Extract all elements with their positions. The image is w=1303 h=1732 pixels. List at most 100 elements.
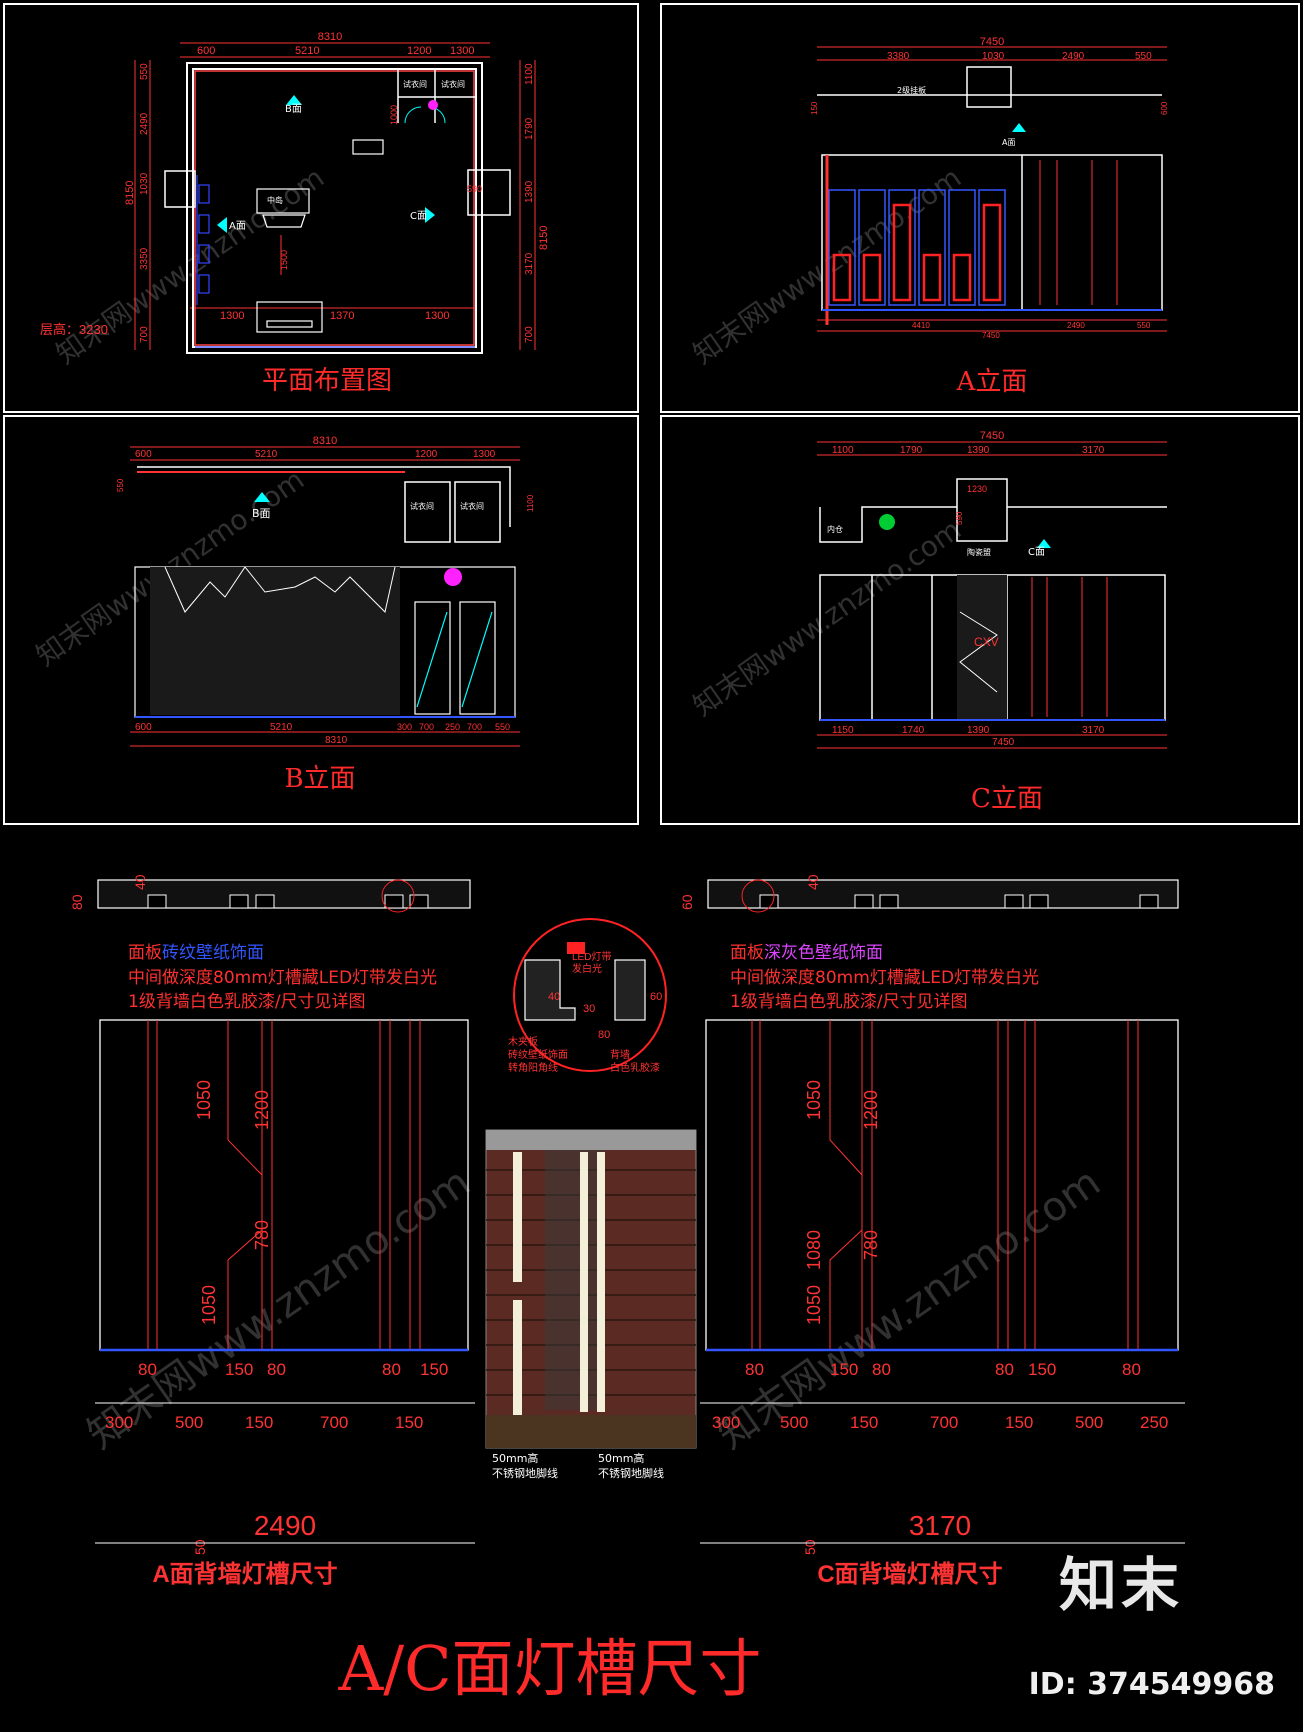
- b-view-label: B面: [252, 507, 271, 520]
- plan-left-total: 8150: [124, 181, 136, 205]
- c-vert-dim: 1080: [804, 1230, 824, 1270]
- plan-right-dim: 3170: [524, 252, 535, 275]
- render-note: 不锈钢地脚线: [492, 1466, 558, 1480]
- plan-top-dim: 1300: [450, 45, 474, 57]
- c-slot-dim: 80: [872, 1360, 891, 1379]
- c-wall-caption: C面背墙灯槽尺寸: [817, 1560, 1002, 1588]
- c-room-label: 内仓: [827, 524, 843, 534]
- c-bottom-dim: 500: [1075, 1413, 1103, 1432]
- plan-top-dim: 600: [197, 45, 215, 57]
- c-top-dim: 1790: [900, 445, 923, 456]
- c-bottom-dim: 150: [1005, 1413, 1033, 1432]
- a-side-dim: 600: [1160, 101, 1169, 115]
- a-elevation-panel: 知末网www.znzmo.com: [660, 3, 1300, 413]
- c-bottom-dim: 1390: [967, 725, 990, 736]
- a-top-dim: 3380: [887, 51, 910, 62]
- view-label-c: C面: [410, 211, 427, 222]
- a-total-width: 7450: [980, 36, 1004, 48]
- a-note-line2: 中间做深度80mm灯槽藏LED灯带发白光: [128, 968, 437, 988]
- c-elevation-drawing: 知末网www.znzmo.com 7450 1100 1: [687, 430, 1167, 814]
- table-label: 中岛: [267, 195, 283, 205]
- c-note-line2: 中间做深度80mm灯槽藏LED灯带发白光: [730, 968, 1039, 988]
- plan-right-dim: 1390: [524, 180, 535, 203]
- render-note: 不锈钢地脚线: [598, 1466, 664, 1480]
- c-vert-dim: 1200: [861, 1090, 881, 1130]
- b-bottom-dim: 600: [135, 722, 152, 733]
- fitting-room-label: 试衣间: [403, 79, 427, 89]
- callout-left-note: 转角阳角线: [508, 1061, 558, 1074]
- c-top-dim: 1100: [832, 445, 854, 456]
- c-vert-dim: 1050: [804, 1080, 824, 1120]
- plan-left-dim: 1030: [139, 172, 150, 195]
- c-bottom-dim: 1150: [832, 725, 854, 736]
- callout-dim: 30: [583, 1003, 595, 1015]
- b-bottom-dim: 700: [419, 722, 434, 732]
- c-elevation-panel: 知末网www.znzmo.com 7450 1100 1: [660, 415, 1300, 825]
- detail-title: A/C面灯槽尺寸: [337, 1632, 761, 1705]
- c-note-line1: 面板深灰色壁纸饰面: [730, 943, 883, 963]
- b-fitting-room: 试衣间: [410, 501, 434, 511]
- render-note: 50mm高: [598, 1451, 644, 1465]
- c-bottom-dim: 300: [712, 1413, 740, 1432]
- c-vert-dim: 1050: [804, 1285, 824, 1325]
- a-bottom-dim: 300: [105, 1413, 133, 1432]
- b-bottom-total: 8310: [325, 735, 348, 746]
- a-bottom-dim: 4410: [912, 321, 930, 330]
- b-top-dim: 5210: [255, 449, 278, 460]
- plan-inner-dim: 590: [467, 184, 482, 194]
- a-vert-dim: 780: [252, 1220, 272, 1250]
- b-top-dim: 600: [135, 449, 152, 460]
- a-view-label: A面: [1002, 138, 1015, 147]
- b-bottom-dim: 700: [467, 722, 482, 732]
- callout-left-note: 砖纹壁纸饰面: [508, 1048, 568, 1061]
- b-total-width: 8310: [313, 435, 337, 447]
- watermark: 知末网www.znzmo.com: [709, 1159, 1108, 1458]
- a-top-dim: 1030: [982, 51, 1005, 62]
- callout-led-label: 发白光: [572, 962, 602, 975]
- a-note-line1: 面板砖纹壁纸饰面: [128, 943, 264, 963]
- a-vert-dim: 1050: [194, 1080, 214, 1120]
- c-top-dim: 1390: [967, 445, 990, 456]
- fitting-room-label: 试衣间: [441, 79, 465, 89]
- c-vert-dim: 780: [861, 1230, 881, 1260]
- c-top-dim: 3170: [1082, 445, 1105, 456]
- view-label-a: A面: [229, 221, 246, 232]
- c-bottom-dim: 150: [850, 1413, 878, 1432]
- c-bottom-total: 7450: [992, 737, 1015, 748]
- c-slot-dim: 150: [830, 1360, 858, 1379]
- b-side-dim: 550: [116, 478, 125, 492]
- light-slot-detail-drawing: 知末网www.znzmo.com 知末网www.znzmo.com 80 40 …: [69, 874, 1185, 1705]
- plan-bottom-dim: 1300: [425, 310, 449, 322]
- plan-bottom-dim: 1370: [330, 310, 354, 322]
- a-slot-dim: 80: [382, 1360, 401, 1379]
- plan-right-dim: 1100: [524, 63, 535, 85]
- c-total-width: 7450: [980, 430, 1004, 442]
- b-side-dim: 1100: [526, 494, 535, 512]
- b-top-dim: 1300: [473, 449, 496, 460]
- a-wall-width: 2490: [254, 1510, 316, 1541]
- a-strip-dim: 40: [132, 874, 148, 890]
- c-wall-width: 3170: [909, 1510, 971, 1541]
- b-top-dim: 1200: [415, 449, 438, 460]
- image-id-label: ID: 374549968: [1028, 1667, 1275, 1702]
- plan-left-dim: 2490: [139, 112, 150, 135]
- a-bottom-dim: 700: [320, 1413, 348, 1432]
- c-slot-dim: 80: [745, 1360, 764, 1379]
- rendering-image: [485, 1129, 697, 1449]
- a-wall-caption: A面背墙灯槽尺寸: [152, 1560, 337, 1588]
- plan-height-label: 层高：3230: [40, 322, 108, 337]
- c-slot-dim: 150: [1028, 1360, 1056, 1379]
- plan-total-width: 8310: [318, 31, 342, 43]
- a-strip-dim: 80: [69, 894, 85, 910]
- plan-bottom-dim: 1300: [220, 310, 244, 322]
- a-elevation-title: A立面: [956, 367, 1028, 397]
- c-strip-dim: 40: [805, 874, 821, 890]
- a-vert-dim: 1200: [252, 1090, 272, 1130]
- b-bottom-dim: 300: [397, 722, 412, 732]
- c-bottom-dim: 250: [1140, 1413, 1168, 1432]
- a-base-dim: 50: [192, 1539, 208, 1555]
- a-bottom-dim: 2490: [1067, 321, 1085, 330]
- plan-left-dim: 3350: [139, 247, 150, 270]
- a-side-dim: 150: [810, 101, 819, 115]
- plan-top-dim: 5210: [295, 45, 319, 57]
